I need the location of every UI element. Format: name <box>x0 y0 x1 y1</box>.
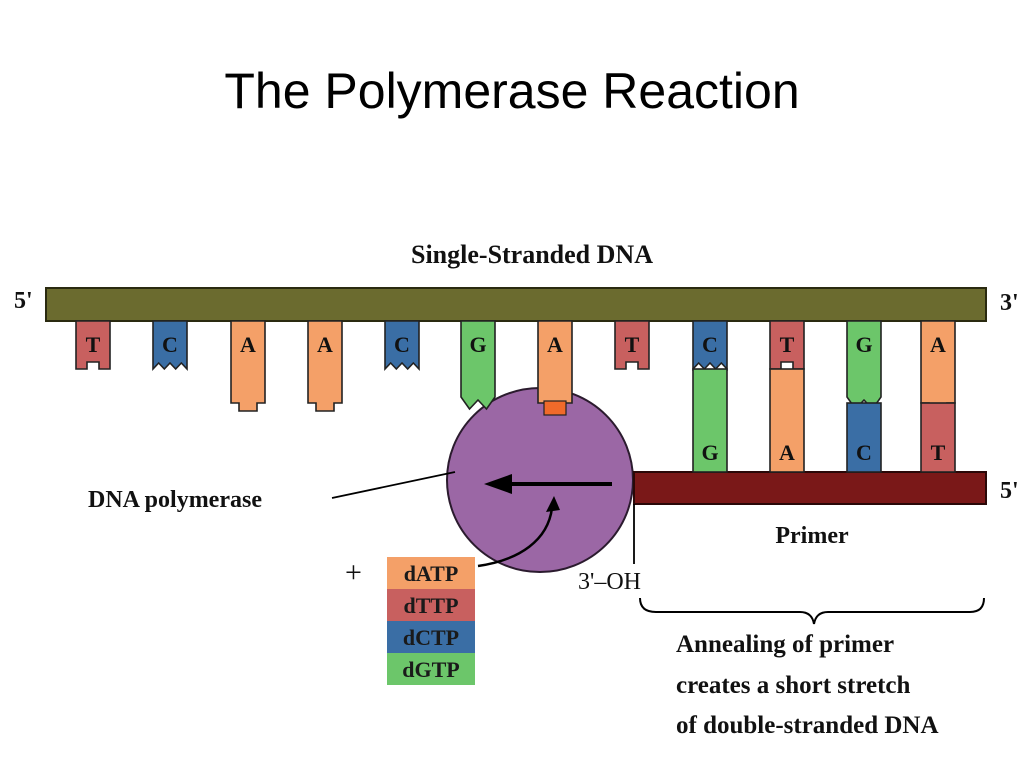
svg-text:dGTP: dGTP <box>402 657 459 682</box>
svg-text:A: A <box>779 440 795 465</box>
svg-text:T: T <box>780 332 795 357</box>
template-base-8: T <box>614 320 650 370</box>
svg-text:T: T <box>625 332 640 357</box>
template-base-12: A <box>920 320 956 412</box>
template-base-4: A <box>307 320 343 412</box>
paired-base-2: A <box>769 368 805 473</box>
svg-text:G: G <box>855 332 872 357</box>
polymerase-leader-line <box>331 471 456 499</box>
template-base-10: T <box>769 320 805 370</box>
paired-base-4: T <box>920 402 956 473</box>
primer-strand <box>633 471 987 505</box>
nucleotide-datp: dATP <box>387 557 475 589</box>
template-backbone <box>45 287 987 322</box>
svg-text:C: C <box>702 332 718 357</box>
svg-text:A: A <box>240 332 256 357</box>
template-5prime-label: 5' <box>14 288 33 314</box>
svg-text:dATP: dATP <box>404 561 459 586</box>
dna-polymerase-label: DNA polymerase <box>88 487 262 513</box>
single-stranded-label: Single-Stranded DNA <box>411 240 653 269</box>
svg-text:A: A <box>547 332 563 357</box>
svg-text:A: A <box>317 332 333 357</box>
svg-text:A: A <box>930 332 946 357</box>
template-base-1: T <box>75 320 111 370</box>
template-base-6: G <box>460 320 496 411</box>
svg-text:G: G <box>701 440 718 465</box>
template-3prime-label: 3' <box>1000 290 1019 316</box>
nucleotide-dgtp: dGTP <box>387 653 475 685</box>
nucleotide-boxes: dATP dTTP dCTP dGTP <box>387 557 475 685</box>
plus-sign: + <box>345 556 362 589</box>
annealing-brace <box>639 597 985 625</box>
annealing-line-2: creates a short stretch <box>676 672 911 699</box>
annealing-line-3: of double-stranded DNA <box>676 712 939 739</box>
polymerization-direction-arrow <box>484 474 612 494</box>
svg-text:G: G <box>469 332 486 357</box>
svg-text:dCTP: dCTP <box>403 625 459 650</box>
svg-text:T: T <box>931 440 946 465</box>
template-base-5: C <box>384 320 420 372</box>
three-oh-label: 3'–OH <box>578 569 641 595</box>
primer-label: Primer <box>775 523 849 549</box>
svg-text:T: T <box>86 332 101 357</box>
svg-text:C: C <box>394 332 410 357</box>
template-base-3: A <box>230 320 266 412</box>
primer-5prime-label: 5' <box>1000 478 1019 504</box>
template-base-2: C <box>152 320 188 372</box>
dna-polymerase-enzyme <box>446 387 634 573</box>
template-base-7: A <box>537 320 573 412</box>
annealing-line-1: Annealing of primer <box>676 631 894 658</box>
template-base-9: C <box>692 320 728 372</box>
active-site-nub <box>543 400 567 416</box>
nucleotide-dctp: dCTP <box>387 621 475 653</box>
svg-text:C: C <box>162 332 178 357</box>
template-base-11: G <box>846 320 882 411</box>
svg-text:C: C <box>856 440 872 465</box>
slide-title: The Polymerase Reaction <box>224 63 800 119</box>
paired-base-1: G <box>692 368 728 473</box>
nucleotide-entry-arrow <box>477 496 560 568</box>
paired-base-3: C <box>846 402 882 473</box>
svg-text:dTTP: dTTP <box>403 593 458 618</box>
nucleotide-dttp: dTTP <box>387 589 475 621</box>
